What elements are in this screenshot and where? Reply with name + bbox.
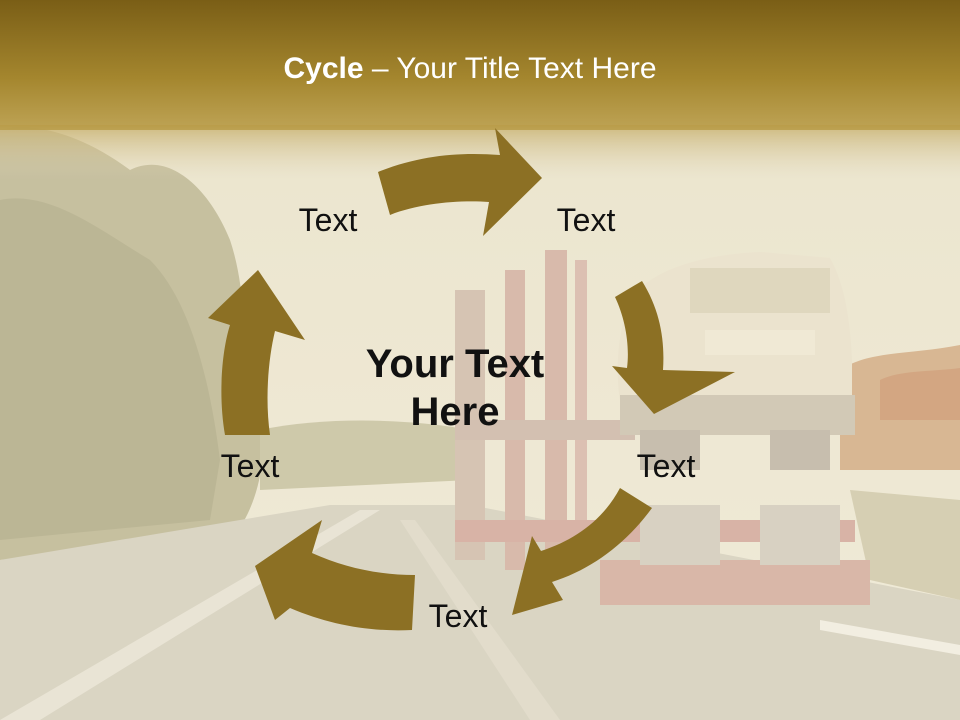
cycle-arrow-2-icon xyxy=(612,281,735,414)
title-bold: Cycle xyxy=(283,52,364,85)
slide-title: Cycle – Your Title Text Here xyxy=(0,52,940,86)
title-rest: – Your Title Text Here xyxy=(363,52,657,85)
cycle-arrow-1-icon xyxy=(378,128,542,236)
cycle-label-2: Text xyxy=(556,202,616,238)
cycle-label-3: Text xyxy=(636,448,696,484)
cycle-arrow-4-icon xyxy=(255,520,415,631)
cycle-label-4: Text xyxy=(428,598,488,634)
cycle-label-5: Text xyxy=(220,448,280,484)
cycle-arrow-3-icon xyxy=(512,488,652,615)
cycle-label-1: Text xyxy=(298,202,358,238)
center-text: Your Text Here xyxy=(365,342,545,434)
cycle-arrow-5-icon xyxy=(208,270,305,435)
